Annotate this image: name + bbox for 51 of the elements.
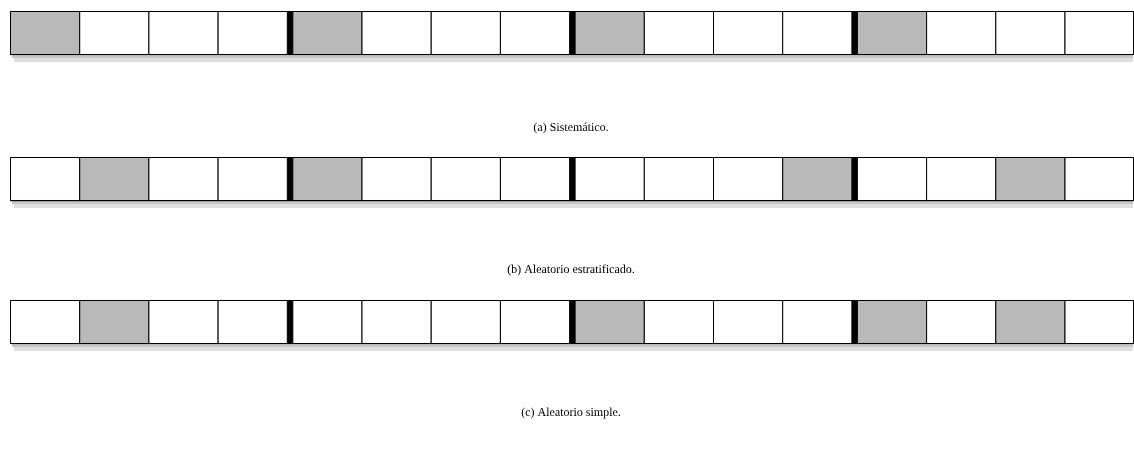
cell [713,157,784,201]
shaded-cell [995,157,1066,201]
cell [713,300,784,344]
shaded-cell [574,300,645,344]
cell [10,157,81,201]
cell [430,11,501,55]
cell [499,300,571,344]
shaded-cell [10,11,81,55]
shaded-cell [782,157,853,201]
cell [856,157,928,201]
cell [782,11,853,55]
cell [10,300,81,344]
cell [926,300,997,344]
shaded-cell [995,300,1066,344]
cell [926,11,997,55]
shaded-cell [292,157,363,201]
cell [713,11,784,55]
cell [361,11,432,55]
shaded-cell [292,11,363,55]
shaded-cell [856,11,928,55]
cell [292,300,363,344]
cell [499,157,571,201]
caption: (b) Aleatorio estratificado. [507,264,635,276]
cell [148,11,219,55]
cell [217,300,288,344]
caption: (a) Sistemático. [533,122,608,134]
cell [430,300,501,344]
shaded-cell [574,11,645,55]
shaded-cell [79,157,150,201]
cell [1064,11,1134,55]
shaded-cell [79,300,150,344]
cell [361,157,432,201]
cell [148,157,219,201]
cell [643,11,714,55]
caption: (c) Aleatorio simple. [521,407,621,419]
cell [995,11,1066,55]
cell [217,157,288,201]
cell [148,300,219,344]
shaded-cell [856,300,928,344]
cell [1064,157,1134,201]
cell [217,11,288,55]
cell [643,300,714,344]
cell [574,157,645,201]
cell [79,11,150,55]
cell [361,300,432,344]
cell [1064,300,1134,344]
cell [643,157,714,201]
cell [926,157,997,201]
cell [430,157,501,201]
cell [499,11,571,55]
cell [782,300,853,344]
